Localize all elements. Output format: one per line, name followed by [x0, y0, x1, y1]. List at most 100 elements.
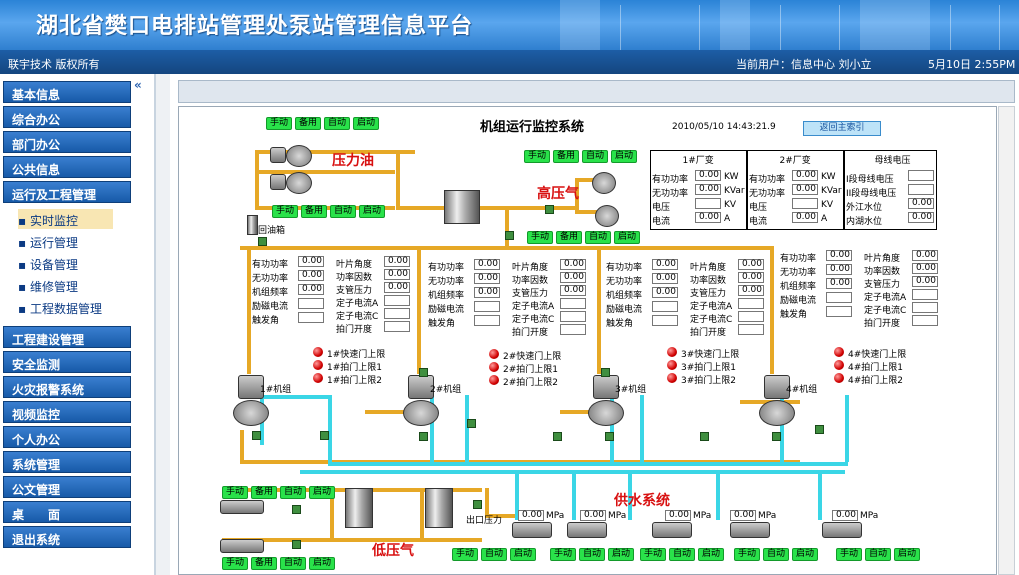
control-button[interactable]: 手动	[734, 548, 760, 561]
param-label: 定子电流C	[864, 306, 907, 316]
valve-icon[interactable]	[772, 432, 781, 441]
param-label: 定子电流A	[512, 302, 555, 312]
control-button[interactable]: 手动	[550, 548, 576, 561]
param-label: 拍门开度	[336, 325, 373, 335]
valve-icon[interactable]	[545, 205, 554, 214]
param-value: 0.00	[826, 250, 852, 261]
control-button[interactable]: 启动	[611, 150, 637, 163]
sub-item[interactable]: ▪ 工程数据管理	[18, 302, 102, 316]
control-button[interactable]: 自动	[585, 231, 611, 244]
nav-item[interactable]: 系统管理	[3, 451, 131, 473]
control-button[interactable]: 启动	[309, 557, 335, 570]
control-button[interactable]: 自动	[330, 205, 356, 218]
nav-item[interactable]: 基本信息	[3, 81, 131, 103]
sub-item[interactable]: ▪ 设备管理	[18, 258, 78, 272]
control-button[interactable]: 备用	[251, 486, 277, 499]
nav-item[interactable]: 个人办公	[3, 426, 131, 448]
param-label: 触发角	[780, 310, 808, 320]
alarm-label: 4#拍门上限2	[848, 376, 903, 386]
control-button[interactable]: 启动	[359, 205, 385, 218]
control-button[interactable]: 自动	[865, 548, 891, 561]
valve-icon[interactable]	[292, 505, 301, 514]
nav-item[interactable]: 退出系统	[3, 526, 131, 548]
param-value	[738, 324, 764, 335]
control-button[interactable]: 自动	[280, 486, 306, 499]
control-button[interactable]: 自动	[669, 548, 695, 561]
nav-item[interactable]: 公共信息	[3, 156, 131, 178]
control-button[interactable]: 备用	[301, 205, 327, 218]
control-button[interactable]: 备用	[295, 117, 321, 130]
sub-item-active[interactable]: ▪ 实时监控	[18, 209, 113, 229]
control-button[interactable]: 启动	[698, 548, 724, 561]
valve-icon[interactable]	[258, 237, 267, 246]
control-button[interactable]: 自动	[324, 117, 350, 130]
nav-item[interactable]: 火灾报警系统	[3, 376, 131, 398]
sub-item[interactable]: ▪ 维修管理	[18, 280, 78, 294]
control-button[interactable]: 备用	[553, 150, 579, 163]
valve-icon[interactable]	[553, 432, 562, 441]
valve-icon[interactable]	[601, 368, 610, 377]
nav-item[interactable]: 视频监控	[3, 401, 131, 423]
control-button[interactable]: 启动	[309, 486, 335, 499]
nav-item[interactable]: 桌 面	[3, 501, 131, 523]
nav-item[interactable]: 部门办公	[3, 131, 131, 153]
control-button[interactable]: 手动	[272, 205, 298, 218]
panel-scrollbar[interactable]	[998, 106, 1015, 575]
control-button[interactable]: 手动	[222, 557, 248, 570]
control-button[interactable]: 手动	[524, 150, 550, 163]
diagram-datetime: 2010/05/10 14:43:21.9	[672, 122, 776, 132]
param-label: 叶片角度	[690, 263, 727, 273]
valve-icon[interactable]	[419, 368, 428, 377]
oil-pipe	[505, 206, 575, 210]
valve-icon[interactable]	[605, 432, 614, 441]
control-button[interactable]: 手动	[266, 117, 292, 130]
control-button[interactable]: 备用	[251, 557, 277, 570]
valve-icon[interactable]	[320, 431, 329, 440]
param-value: 0.00	[912, 250, 938, 261]
control-button[interactable]: 自动	[481, 548, 507, 561]
control-button[interactable]: 启动	[614, 231, 640, 244]
control-button[interactable]: 启动	[510, 548, 536, 561]
nav-item[interactable]: 运行及工程管理	[3, 181, 131, 203]
control-button[interactable]: 启动	[353, 117, 379, 130]
valve-icon[interactable]	[292, 540, 301, 549]
table-value: 0.00	[908, 198, 934, 209]
param-value	[912, 302, 938, 313]
valve-icon[interactable]	[252, 431, 261, 440]
valve-icon[interactable]	[419, 432, 428, 441]
control-button[interactable]: 自动	[280, 557, 306, 570]
valve-icon[interactable]	[505, 231, 514, 240]
nav-item[interactable]: 安全监测	[3, 351, 131, 373]
sub-item[interactable]: ▪ 运行管理	[18, 236, 78, 250]
table-value	[908, 170, 934, 181]
return-button[interactable]: 返回主索引	[803, 121, 881, 136]
control-button[interactable]: 自动	[582, 150, 608, 163]
param-label: 功率因数	[512, 276, 549, 286]
control-button[interactable]: 自动	[579, 548, 605, 561]
control-button[interactable]: 启动	[894, 548, 920, 561]
control-button[interactable]: 手动	[640, 548, 666, 561]
valve-icon[interactable]	[815, 425, 824, 434]
valve-icon[interactable]	[467, 419, 476, 428]
param-label: 定子电流C	[512, 315, 555, 325]
control-button[interactable]: 自动	[763, 548, 789, 561]
valve-icon[interactable]	[473, 500, 482, 509]
param-label: 定子电流A	[690, 302, 733, 312]
water-pipe	[328, 462, 848, 466]
param-value	[826, 306, 852, 317]
machine-unit	[403, 400, 439, 426]
nav-item[interactable]: 综合办公	[3, 106, 131, 128]
sidebar-scrollbar[interactable]	[155, 74, 170, 575]
control-button[interactable]: 手动	[836, 548, 862, 561]
collapse-icon[interactable]: «	[134, 78, 142, 92]
control-button[interactable]: 备用	[556, 231, 582, 244]
control-button[interactable]: 启动	[608, 548, 634, 561]
nav-item[interactable]: 公文管理	[3, 476, 131, 498]
control-button[interactable]: 启动	[792, 548, 818, 561]
control-button[interactable]: 手动	[222, 486, 248, 499]
control-button[interactable]: 手动	[527, 231, 553, 244]
param-label: 拍门开度	[512, 328, 549, 338]
control-button[interactable]: 手动	[452, 548, 478, 561]
valve-icon[interactable]	[700, 432, 709, 441]
nav-item[interactable]: 工程建设管理	[3, 326, 131, 348]
